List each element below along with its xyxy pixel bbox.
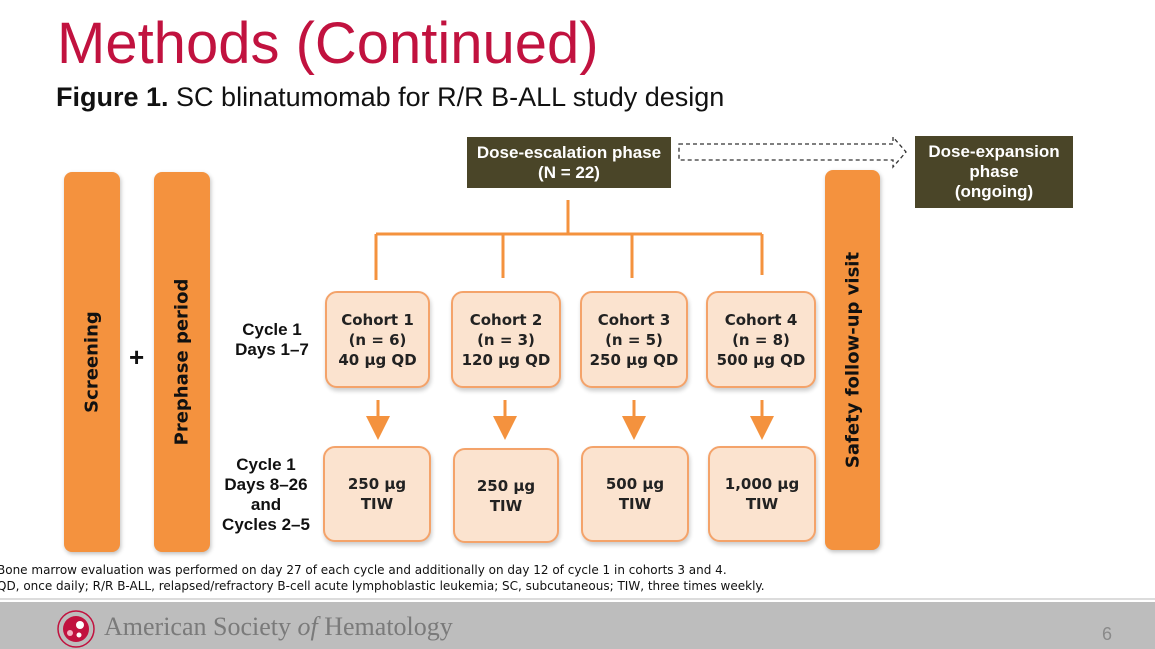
cohort-3-box: Cohort 3 (n = 5) 250 µg QD xyxy=(580,291,688,388)
later-frequency: TIW xyxy=(489,496,523,515)
cohort-n: (n = 3) xyxy=(477,330,535,349)
dashed-arrow xyxy=(678,135,907,169)
cohort-4-box: Cohort 4 (n = 8) 500 µg QD xyxy=(706,291,816,388)
figure-label: Figure 1. xyxy=(56,82,169,112)
prephase-label: Prephase period xyxy=(171,278,193,446)
cohort-n: (n = 8) xyxy=(732,330,790,349)
footer-divider xyxy=(0,598,1155,600)
cohort-4-dose-box: 1,000 µg TIW xyxy=(708,446,816,542)
cohort-2-dose-box: 250 µg TIW xyxy=(453,448,559,543)
dose-escalation-n: (N = 22) xyxy=(538,162,600,182)
cohort-n: (n = 5) xyxy=(605,330,663,349)
later-dose: 1,000 µg xyxy=(724,475,800,493)
row-label-line: and xyxy=(250,495,282,514)
screening-label: Screening xyxy=(81,311,103,413)
ash-organization-name: American Society of Hematology xyxy=(104,612,453,642)
later-frequency: TIW xyxy=(745,495,779,513)
row-label-cycle1-days8-26: Cycle 1 Days 8–26 and Cycles 2–5 xyxy=(218,455,314,535)
screening-bar: Screening xyxy=(64,172,120,552)
cohort-2-box: Cohort 2 (n = 3) 120 µg QD xyxy=(451,291,561,388)
org-name-part1: American Society xyxy=(104,612,298,641)
cohort-name: Cohort 2 xyxy=(469,310,543,329)
cohort-dose: 40 µg QD xyxy=(338,350,417,369)
later-frequency: TIW xyxy=(360,495,394,513)
row-label-line: Cycle 1 xyxy=(242,320,302,339)
later-frequency: TIW xyxy=(618,495,652,513)
prephase-bar: Prephase period xyxy=(154,172,210,552)
row-label-line: Days 1–7 xyxy=(235,340,309,359)
org-name-part2: Hematology xyxy=(317,612,453,641)
footnote-abbreviations: QD, once daily; R/R B-ALL, relapsed/refr… xyxy=(0,579,765,593)
footnote-bone-marrow: Bone marrow evaluation was performed on … xyxy=(0,563,727,577)
dose-expansion-line3: (ongoing) xyxy=(954,182,1034,201)
row-label-line: Cycles 2–5 xyxy=(222,515,310,534)
org-name-of: of xyxy=(297,612,318,641)
row-label-line: Cycle 1 xyxy=(236,455,296,474)
cohort-1-box: Cohort 1 (n = 6) 40 µg QD xyxy=(325,291,430,388)
ash-logo-icon xyxy=(57,610,95,648)
dose-expansion-box: Dose-expansion phase (ongoing) xyxy=(915,136,1073,208)
later-dose: 250 µg xyxy=(347,475,407,493)
slide-title: Methods (Continued) xyxy=(57,11,599,76)
cohort-dose: 120 µg QD xyxy=(461,350,551,369)
figure-caption: Figure 1. SC blinatumomab for R/R B-ALL … xyxy=(56,82,724,113)
figure-caption-text: SC blinatumomab for R/R B-ALL study desi… xyxy=(176,82,725,112)
cohort-name: Cohort 1 xyxy=(341,310,414,329)
dose-expansion-line2: phase xyxy=(969,162,1019,181)
cohort-name: Cohort 4 xyxy=(724,310,798,329)
page-number: 6 xyxy=(1102,624,1113,644)
safety-followup-label: Safety follow-up visit xyxy=(842,251,863,469)
cohort-dose: 250 µg QD xyxy=(589,350,679,369)
footer-bar xyxy=(0,602,1155,649)
cohort-n: (n = 6) xyxy=(348,330,407,349)
row-label-cycle1-days1-7: Cycle 1 Days 1–7 xyxy=(228,320,316,360)
dose-escalation-title: Dose-escalation phase xyxy=(476,142,662,162)
later-dose: 500 µg xyxy=(605,475,665,493)
cohort-1-dose-box: 250 µg TIW xyxy=(323,446,431,542)
cohort-3-dose-box: 500 µg TIW xyxy=(581,446,689,542)
later-dose: 250 µg xyxy=(476,476,536,495)
cohort-dose: 500 µg QD xyxy=(716,350,806,369)
plus-sign: + xyxy=(129,342,145,372)
cohort-name: Cohort 3 xyxy=(597,310,671,329)
dose-expansion-line1: Dose-expansion xyxy=(928,142,1060,161)
dose-escalation-box: Dose-escalation phase (N = 22) xyxy=(467,137,671,188)
row-label-line: Days 8–26 xyxy=(224,475,308,494)
safety-followup-bar: Safety follow-up visit xyxy=(825,170,880,550)
